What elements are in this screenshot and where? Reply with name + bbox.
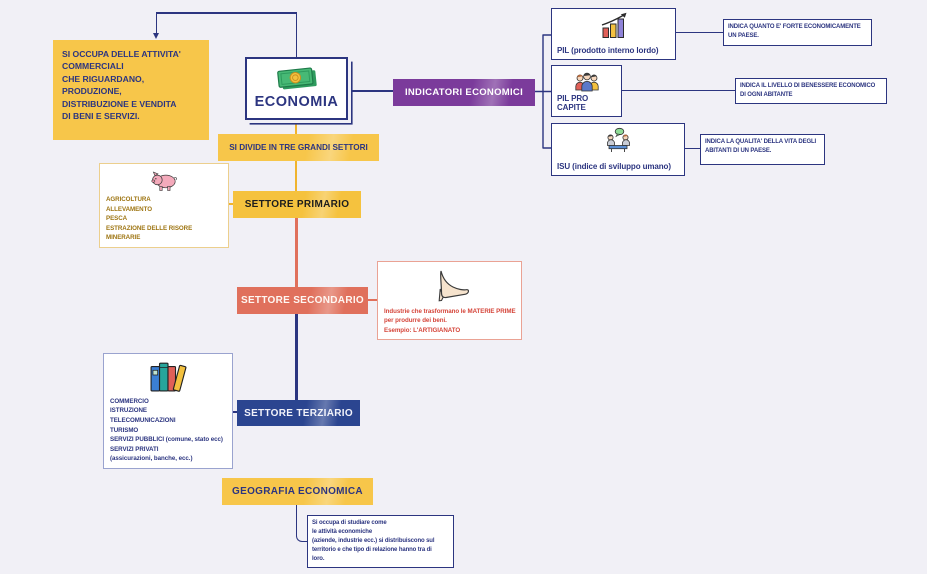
- geografia-detail-box[interactable]: Si occupa di studiare come le attività e…: [307, 515, 454, 568]
- books-icon: [150, 362, 187, 392]
- connector-root-top-stub: [295, 12, 297, 57]
- connector-procapite-note: [622, 90, 735, 92]
- connector-books-box: [232, 411, 238, 413]
- people-group-icon: [574, 72, 599, 92]
- pil-note[interactable]: INDICA QUANTO E' FORTE ECONOMICAMENTE UN…: [723, 19, 872, 46]
- connector-pig-box: [227, 203, 234, 205]
- pil-node[interactable]: PIL (prodotto interno lordo): [551, 8, 676, 60]
- connector-shoe-box: [367, 299, 378, 301]
- connector-definition-drop: [155, 12, 157, 35]
- connector-root-to-indicators: [348, 90, 393, 92]
- connector-geography-detail: [296, 505, 308, 542]
- economia-node[interactable]: ECONOMIA: [245, 57, 348, 120]
- high-heel-shoe-icon: [438, 270, 469, 302]
- pig-icon: [151, 171, 177, 191]
- settore-terziario-node[interactable]: SETTORE TERZIARIO: [237, 400, 360, 426]
- spine-secondary-to-tertiary: [295, 313, 298, 401]
- settore-terziario-detail-box[interactable]: COMMERCIO ISTRUZIONE TELECOMUNICAZIONI T…: [103, 353, 233, 469]
- settore-primario-detail-text: AGRICOLTURA ALLEVAMENTO PESCA ESTRAZIONE…: [106, 195, 193, 242]
- settore-secondario-detail-box[interactable]: Industrie che trasformano le MATERIE PRI…: [377, 261, 522, 340]
- arrowhead-into-definition: [152, 33, 159, 39]
- settore-secondario-detail-text: Industrie che trasformano le MATERIE PRI…: [384, 308, 516, 334]
- definition-box[interactable]: SI OCCUPA DELLE ATTIVITA' COMMERCIALI CH…: [53, 40, 209, 140]
- pil-label: PIL (prodotto interno lordo): [557, 46, 659, 55]
- money-banknote-icon: [276, 66, 317, 89]
- bar-chart-icon: [601, 12, 626, 38]
- settore-secondario-node[interactable]: SETTORE SECONDARIO: [237, 287, 368, 314]
- settore-primario-node[interactable]: SETTORE PRIMARIO: [233, 191, 361, 218]
- economia-label: ECONOMIA: [254, 93, 339, 110]
- connector-root-to-definition-top: [156, 12, 297, 14]
- isu-node[interactable]: ISU (indice di sviluppo umano): [551, 123, 685, 176]
- indicatori-economici-node[interactable]: INDICATORI ECONOMICI: [393, 79, 535, 106]
- geografia-economica-node[interactable]: GEOGRAFIA ECONOMICA: [222, 478, 373, 505]
- settore-primario-detail-box[interactable]: AGRICOLTURA ALLEVAMENTO PESCA ESTRAZIONE…: [99, 163, 229, 248]
- connector-pil-note: [676, 32, 723, 34]
- isu-note[interactable]: INDICA LA QUALITA' DELLA VITA DEGLI ABIT…: [700, 134, 825, 165]
- connector-indicators-bracket: [535, 34, 552, 149]
- pil-pro-capite-node[interactable]: PIL PRO CAPITE: [551, 65, 622, 117]
- pil-pro-capite-note[interactable]: INDICA IL LIVELLO DI BENESSERE ECONOMICO…: [735, 78, 887, 104]
- settore-terziario-detail-text: COMMERCIO ISTRUZIONE TELECOMUNICAZIONI T…: [110, 397, 223, 463]
- isu-label: ISU (indice di sviluppo umano): [557, 162, 671, 171]
- spine-primary-to-secondary: [295, 217, 298, 288]
- pil-pro-capite-label: PIL PRO CAPITE: [557, 94, 589, 112]
- meeting-discussion-icon: [607, 127, 630, 152]
- si-divide-label-node[interactable]: SI DIVIDE IN TRE GRANDI SETTORI: [218, 134, 379, 161]
- connector-isu-note: [685, 148, 700, 150]
